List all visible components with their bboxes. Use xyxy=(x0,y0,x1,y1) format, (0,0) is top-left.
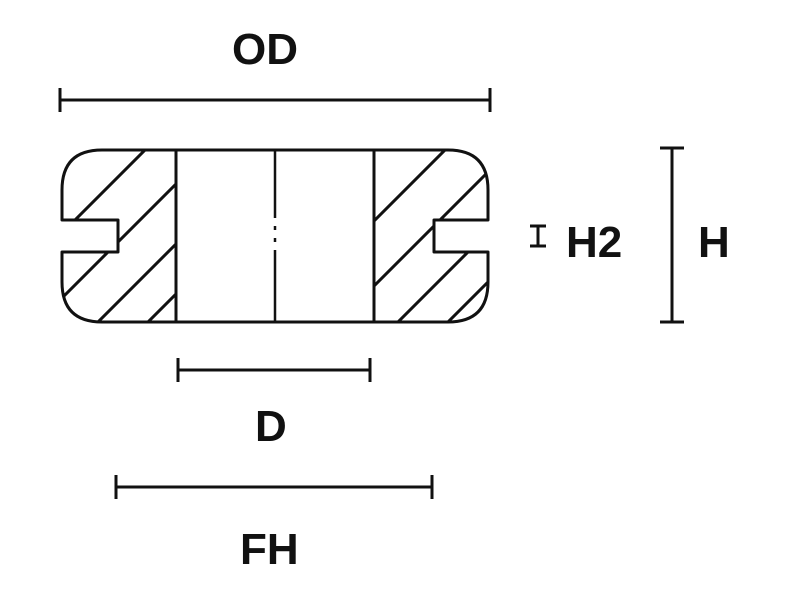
od-dimension-line xyxy=(58,88,492,112)
h-dimension-line xyxy=(660,146,684,324)
right-section-hatching xyxy=(374,150,488,322)
fh-dimension-line xyxy=(114,475,434,499)
inner-bore-lines xyxy=(174,150,376,322)
h2-label: H2 xyxy=(566,218,623,267)
od-label: OD xyxy=(232,25,298,74)
fh-label: FH xyxy=(240,525,299,574)
h-label: H xyxy=(698,218,730,267)
d-label: D xyxy=(255,402,287,451)
h2-dimension-mark xyxy=(530,224,546,248)
d-dimension-line xyxy=(176,358,372,382)
grommet-outline xyxy=(60,148,490,324)
